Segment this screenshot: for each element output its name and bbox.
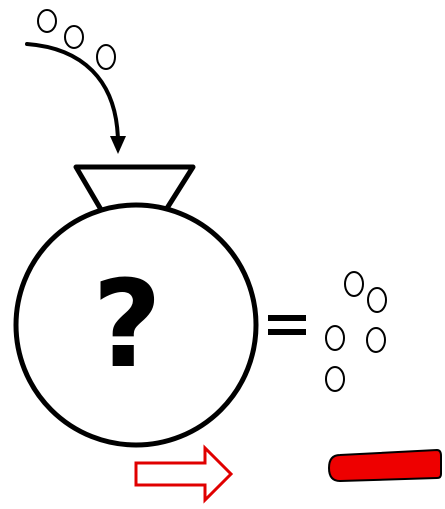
input-circle	[97, 45, 115, 69]
output-circle	[326, 367, 344, 391]
output-circle	[368, 288, 386, 312]
red-bar-icon	[329, 450, 441, 481]
output-circle	[367, 328, 385, 352]
output-circle	[326, 326, 344, 350]
output-circles	[326, 272, 386, 391]
equals-sign-icon	[268, 315, 306, 335]
output-circle	[345, 272, 363, 296]
input-circle	[38, 10, 56, 32]
input-circle	[65, 26, 83, 48]
question-mark: ?	[92, 256, 162, 395]
arrowhead	[110, 136, 126, 154]
right-arrow-icon	[136, 448, 231, 500]
